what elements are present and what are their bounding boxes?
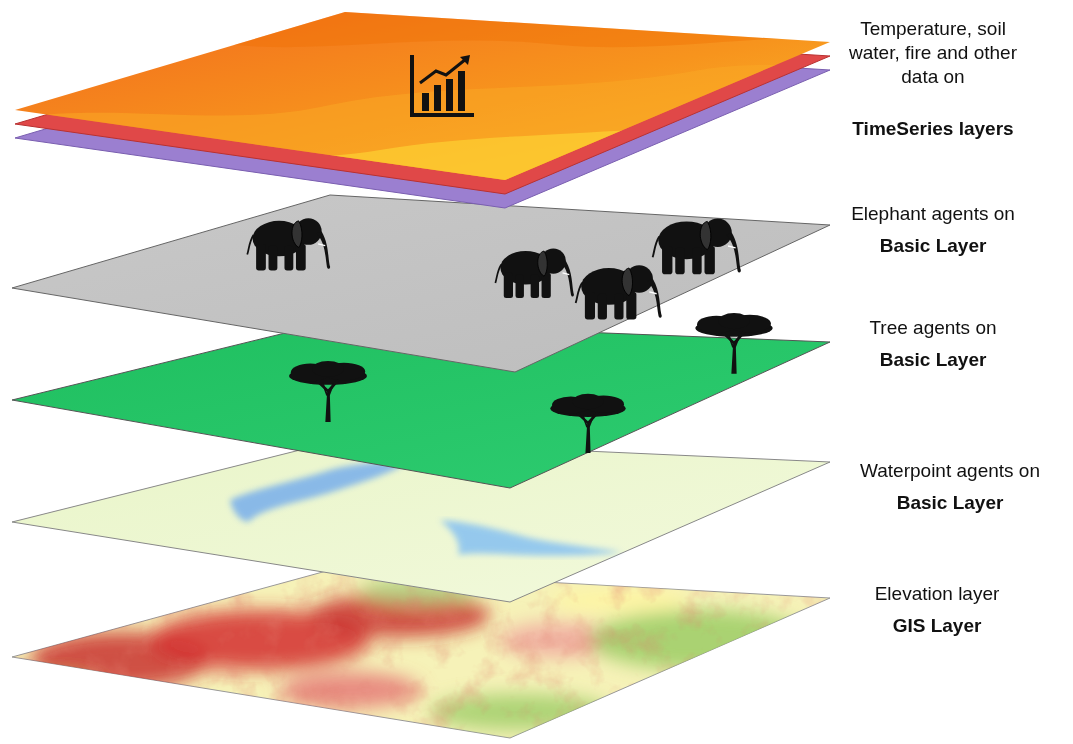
layer-content-label: Tree agents on [818,316,1048,340]
layer-type-label: Basic Layer [818,234,1048,258]
layer-content-label: Elephant agents on [818,202,1048,226]
layer-content-label: Elevation layer [822,582,1052,606]
layer-type-label: GIS Layer [822,614,1052,638]
layer-type-label: Basic Layer [818,348,1048,372]
layer-type-label: TimeSeries layers [818,117,1048,141]
layer-content-label: Temperature, soil water, fire and other … [833,17,1033,89]
layer-content-label: Waterpoint agents on [832,459,1068,483]
layer-type-label: Basic Layer [832,491,1068,515]
